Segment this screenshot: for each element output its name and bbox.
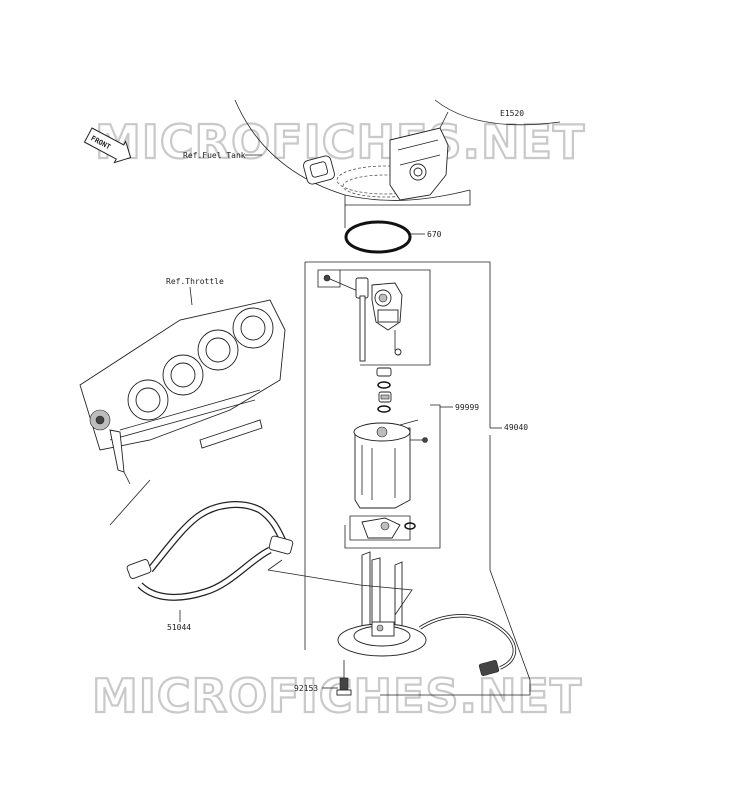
pump-small-parts bbox=[376, 367, 392, 413]
pump-flange-plate bbox=[337, 551, 427, 657]
hose-to-pump-leader bbox=[109, 479, 413, 616]
front-arrow-icon: FRONT bbox=[83, 127, 132, 164]
callout-92153: 92153 bbox=[294, 684, 318, 693]
callout-670: 670 bbox=[427, 230, 442, 239]
fuel-pump-body bbox=[353, 419, 428, 509]
assembly-99999-frame bbox=[317, 269, 441, 549]
callout-e1520: E1520 bbox=[500, 109, 524, 118]
pump-top-assembly bbox=[323, 274, 403, 362]
fuel-filter bbox=[349, 515, 416, 541]
o-ring-670 bbox=[344, 220, 412, 254]
watermark-bottom: MICROFICHES.NET bbox=[92, 669, 582, 723]
bracket-e1520 bbox=[389, 111, 449, 201]
pump-wire-harness bbox=[419, 614, 517, 676]
ref-throttle-label: Ref.Throttle bbox=[166, 277, 224, 286]
watermark-top: MICROFICHES.NET bbox=[95, 115, 585, 169]
assembly-49040-frame bbox=[304, 261, 531, 696]
callout-51044: 51044 bbox=[167, 623, 191, 632]
callout-49040: 49040 bbox=[504, 423, 528, 432]
callout-99999: 99999 bbox=[455, 403, 479, 412]
throttle-body-assembly bbox=[79, 299, 286, 485]
bolt-92153 bbox=[336, 677, 352, 696]
fuel-hose-51044 bbox=[126, 501, 294, 601]
ref-fuel-tank-label: Ref.Fuel Tank bbox=[183, 151, 246, 160]
